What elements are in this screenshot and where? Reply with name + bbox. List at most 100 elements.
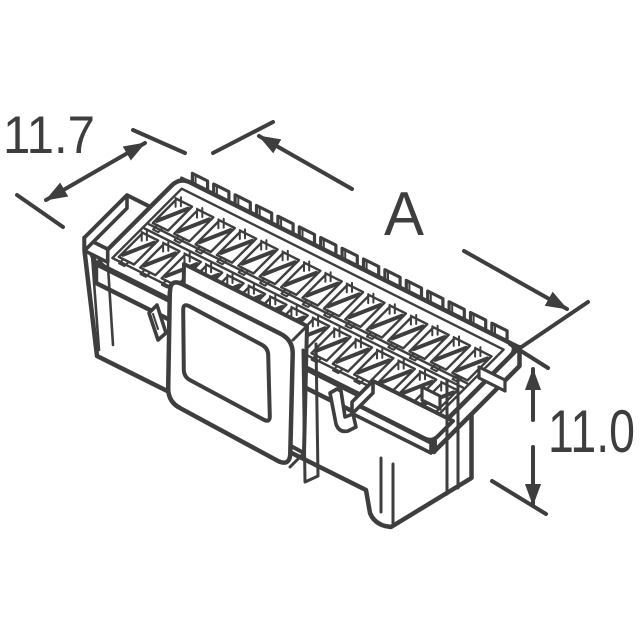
cavity-row-separator <box>143 223 469 389</box>
cavity-wall-edge <box>226 273 234 285</box>
cavity-key-bump <box>365 331 378 341</box>
cavity-inner-wall <box>313 336 349 354</box>
length-extension-line-2 <box>518 300 590 350</box>
cavity-inner-wall <box>240 249 276 266</box>
cavity-inner-wall <box>377 369 413 386</box>
right-latch-plate <box>350 379 455 526</box>
cavity-inner-wall <box>121 240 156 257</box>
cavity-inner-wall <box>356 358 392 375</box>
left-flange-side <box>82 193 129 253</box>
cavity-key-bump <box>353 375 365 385</box>
cavity-key-bump <box>194 245 207 255</box>
cavity-wall-edge <box>345 281 353 294</box>
cavity-wall-edge <box>354 337 362 349</box>
right-plate-supports <box>379 456 395 526</box>
dimension-width-label: 11.7 <box>3 106 95 165</box>
cavity-wall-edge <box>217 217 225 230</box>
cavity-inner-wall <box>368 313 404 330</box>
cavity-wall-edge <box>247 283 255 296</box>
cavity-inner-wall <box>142 251 178 268</box>
left-body-edges <box>90 253 115 352</box>
cavity-inner-wall <box>334 347 370 364</box>
cavity-key-bump <box>259 277 271 287</box>
cavity-key-bump <box>280 288 292 298</box>
cavity-wall-edge <box>140 230 148 242</box>
left-latch-lever <box>147 303 168 342</box>
length-extension-line-1 <box>211 120 275 155</box>
cavity-key-bump <box>387 341 399 351</box>
cavity-key-bump <box>310 354 323 364</box>
cavity-wall-edge <box>183 251 191 264</box>
second-plate-sliver <box>301 342 320 484</box>
cavity-inner-wall <box>390 324 426 341</box>
cavity-wall-edge <box>238 228 246 240</box>
dimension-height: 11.0 <box>490 342 635 516</box>
cavity-wall-edge <box>162 240 170 253</box>
cavity-wall-edge <box>303 260 311 272</box>
cavity-inner-wall <box>219 238 254 255</box>
cavity-key-bump <box>408 352 421 362</box>
cavity-inner-wall <box>411 335 447 352</box>
length-dimension-arrow-left <box>257 134 354 191</box>
right-face-edges <box>445 374 460 496</box>
cavity-key-bump <box>118 258 130 268</box>
cavity-wall-edge <box>204 262 213 274</box>
cavity-key-bump <box>323 309 335 319</box>
cavity-key-bump <box>430 363 442 373</box>
cavity-key-bump <box>451 374 464 383</box>
cavity-wall-edge <box>376 347 384 360</box>
cavity-wall-edge <box>418 369 426 381</box>
connector-body <box>82 171 522 530</box>
cavity-inner-wall <box>454 356 490 373</box>
dimension-length: A <box>211 120 590 350</box>
dimension-length-label: A <box>384 180 425 249</box>
cavity-wall-edge <box>281 249 289 262</box>
cavity-key-bump <box>173 234 185 244</box>
cavity-wall-edge <box>174 196 182 208</box>
cavity-key-bump <box>139 268 152 278</box>
cavity-wall-edge <box>452 335 460 347</box>
height-extension-line-1 <box>508 342 550 370</box>
pin-cavities <box>117 196 493 417</box>
cavity-inner-wall <box>154 206 190 223</box>
cavity-wall-edge <box>474 346 482 358</box>
cavity-inner-wall <box>283 270 319 287</box>
width-extension-line-1 <box>15 193 65 229</box>
cavity-wall-edge <box>367 292 375 305</box>
cavity-inner-wall <box>197 228 233 245</box>
cavity-wall-edge <box>409 314 418 326</box>
cavity-inner-wall <box>347 303 383 320</box>
rim-inner-edge <box>111 187 505 421</box>
cavity-wall-edge <box>324 271 332 283</box>
cavity-inner-wall <box>176 217 212 234</box>
cavity-inner-wall <box>433 345 468 362</box>
cavity-wall-edge <box>431 324 439 337</box>
cavity-inner-wall <box>261 260 297 277</box>
cavity-inner-wall <box>326 292 361 309</box>
rim-catch-tab <box>420 385 442 411</box>
length-dimension-arrow-right <box>462 249 569 311</box>
latch-window <box>181 303 272 423</box>
cavity-wall-edge <box>290 305 298 317</box>
dimension-width: 11.7 <box>3 106 187 229</box>
cavity-wall-edge <box>333 326 341 339</box>
width-extension-line-2 <box>131 128 187 155</box>
plate-thickness-edges <box>288 324 309 469</box>
cavity-wall-edge <box>397 358 405 371</box>
cavity-key-bump <box>344 320 357 330</box>
cavity-key-bump <box>237 267 250 276</box>
cavity-inner-wall <box>399 379 434 396</box>
cavity-wall-edge <box>269 294 277 306</box>
latch-hook <box>328 387 358 434</box>
left-latch-edge <box>152 313 159 330</box>
cavity-inner-wall <box>304 281 340 298</box>
left-flange <box>82 193 153 352</box>
cavity-wall-edge <box>311 315 320 328</box>
cavity-wall-edge <box>260 239 268 251</box>
right-plate-side <box>350 379 375 416</box>
dimension-height-label: 11.0 <box>548 398 635 465</box>
cavity-key-bump <box>216 256 228 266</box>
cavity-key-bump <box>152 224 164 234</box>
